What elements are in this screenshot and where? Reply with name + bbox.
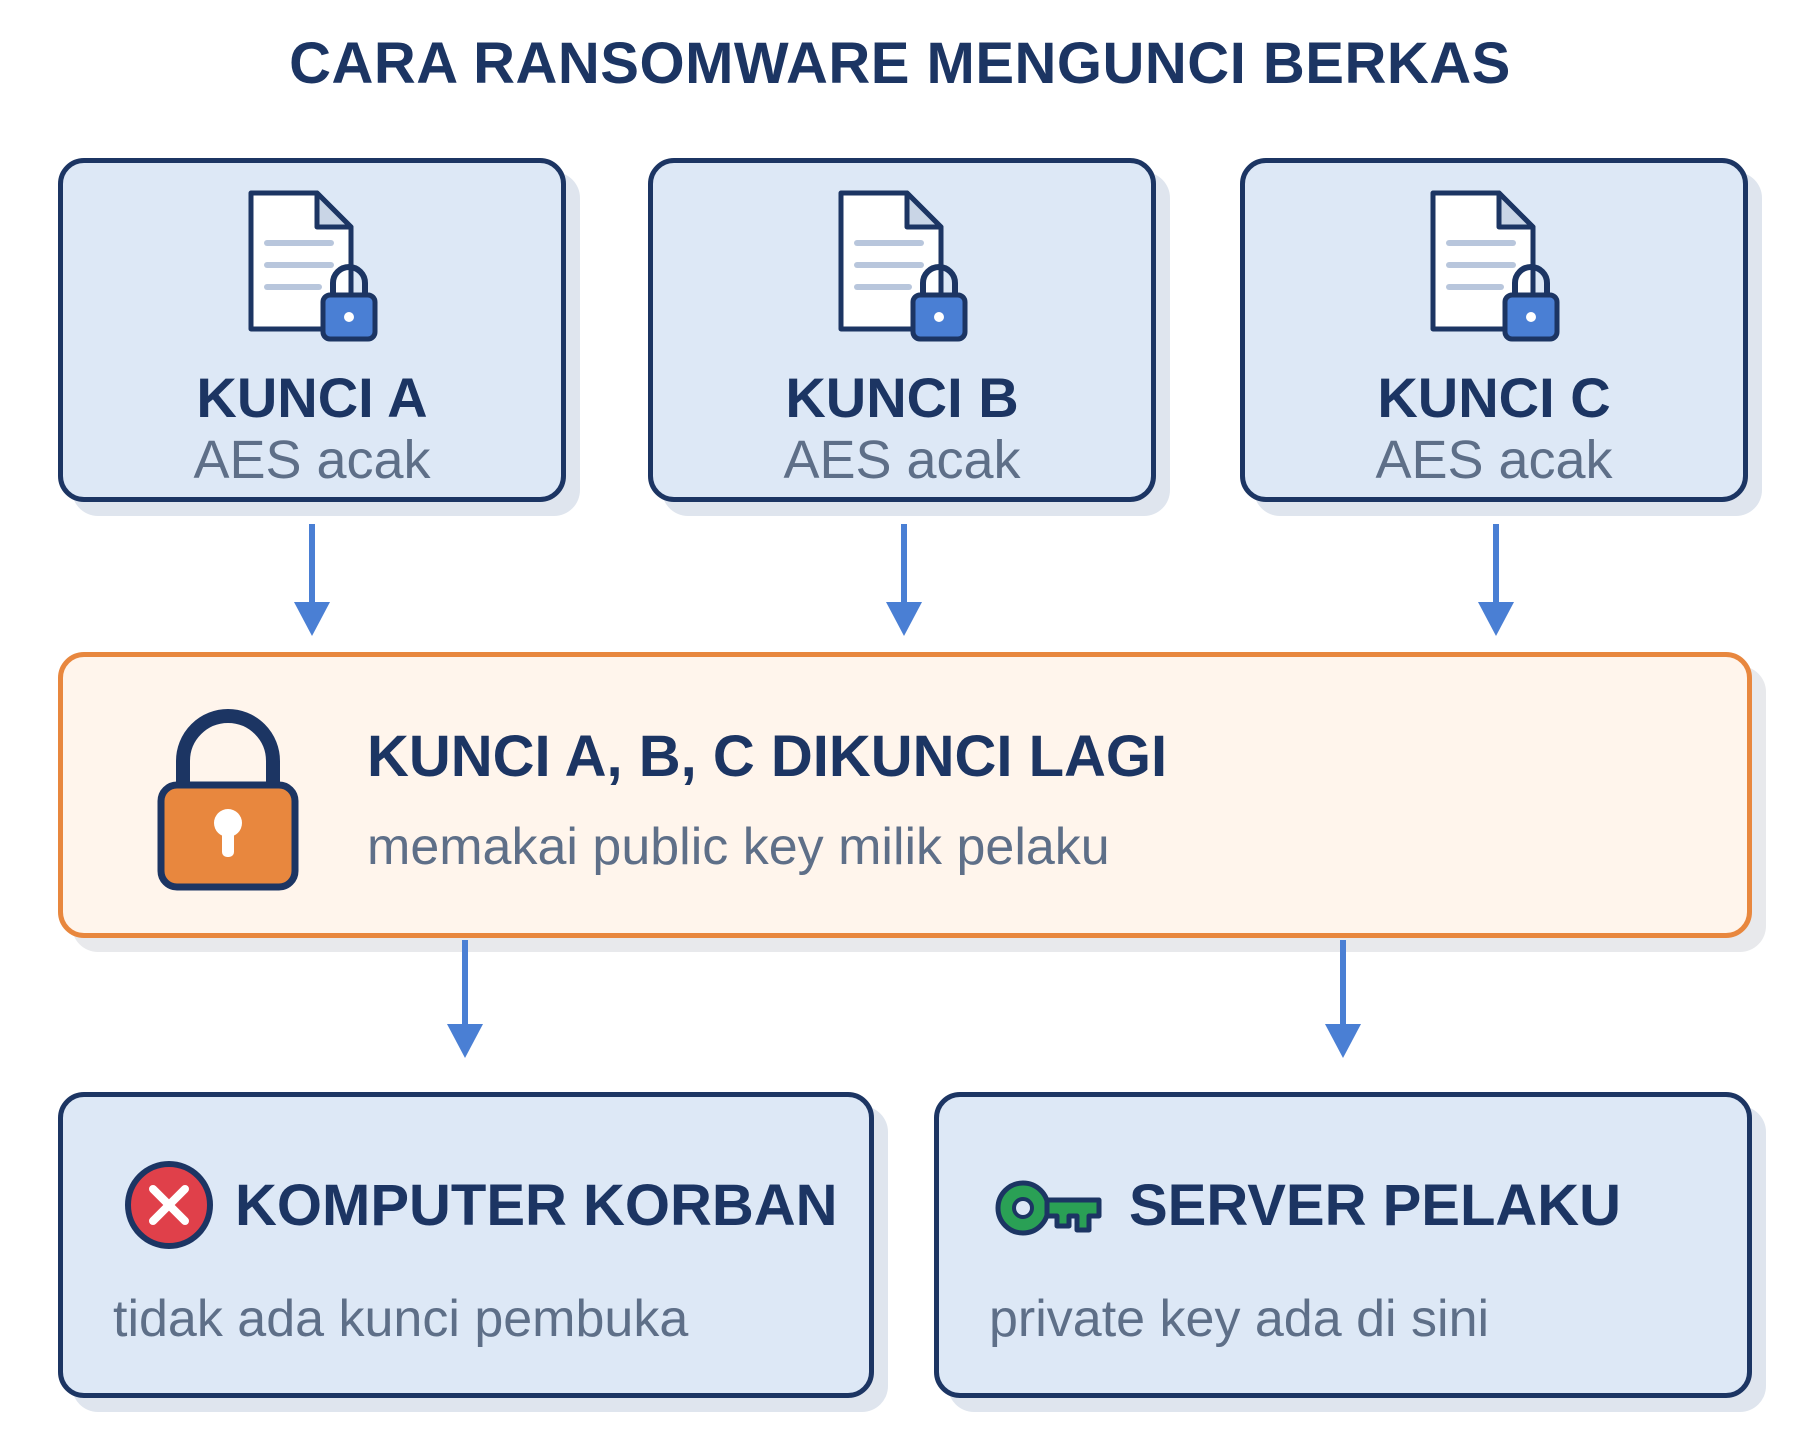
arrow-down-icon (1325, 940, 1361, 1058)
reencrypt-description: memakai public key milik pelaku (367, 818, 1110, 876)
victim-title: KOMPUTER KORBAN (235, 1173, 838, 1238)
key-type: AES acak (1375, 430, 1613, 490)
attacker-description: private key ada di sini (989, 1290, 1490, 1348)
locked-file-icon (248, 190, 378, 342)
diagram-title: CARA RANSOMWARE MENGUNCI BERKAS (289, 31, 1511, 96)
key-icon (995, 1180, 1102, 1236)
arrow-down-icon (1478, 524, 1514, 636)
key-box-c: KUNCI C AES acak (1240, 158, 1748, 502)
attacker-title: SERVER PELAKU (1129, 1173, 1622, 1238)
padlock-icon (157, 709, 299, 891)
reencrypt-box: KUNCI A, B, C DIKUNCI LAGI memakai publi… (58, 652, 1752, 938)
key-box-b: KUNCI B AES acak (648, 158, 1156, 502)
key-label: KUNCI A (196, 366, 428, 429)
arrow-down-icon (294, 524, 330, 636)
victim-computer-box: KOMPUTER KORBAN tidak ada kunci pembuka (58, 1092, 874, 1398)
locked-file-icon (1430, 190, 1560, 342)
reencrypt-title: KUNCI A, B, C DIKUNCI LAGI (367, 724, 1168, 789)
arrow-down-icon (447, 940, 483, 1058)
key-type: AES acak (193, 430, 431, 490)
key-label: KUNCI C (1377, 366, 1611, 429)
victim-description: tidak ada kunci pembuka (113, 1290, 689, 1348)
key-label: KUNCI B (785, 366, 1019, 429)
attacker-server-box: SERVER PELAKU private key ada di sini (934, 1092, 1752, 1398)
key-box-a: KUNCI A AES acak (58, 158, 566, 502)
error-x-icon (125, 1161, 213, 1249)
key-type: AES acak (783, 430, 1021, 490)
arrow-down-icon (886, 524, 922, 636)
locked-file-icon (838, 190, 968, 342)
